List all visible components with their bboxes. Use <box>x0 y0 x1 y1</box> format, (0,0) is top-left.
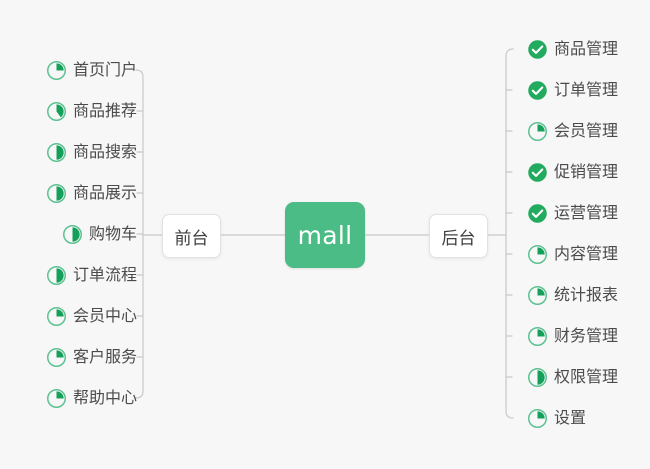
root-node-mall[interactable]: mall <box>285 202 365 268</box>
leaf-node-label: 首页门户 <box>72 60 137 79</box>
branch-node-frontend[interactable]: 前台 <box>162 214 221 258</box>
leaf-node-label: 订单管理 <box>554 80 619 99</box>
leaf-node-label: 内容管理 <box>554 244 619 263</box>
pie-progress-icon <box>46 306 66 326</box>
pie-progress-icon <box>528 367 547 387</box>
pie-progress-icon <box>46 265 66 285</box>
leaf-node-label: 商品管理 <box>554 39 619 58</box>
leaf-node[interactable]: 购物车 <box>62 221 137 247</box>
leaf-node[interactable]: 商品管理 <box>527 36 618 62</box>
leaf-node-label: 运营管理 <box>554 203 619 222</box>
leaf-node-label: 商品展示 <box>72 183 137 202</box>
line-right-trunk <box>505 48 514 419</box>
leaf-node-label: 财务管理 <box>554 326 619 345</box>
pie-progress-icon <box>46 347 66 367</box>
leaf-node[interactable]: 财务管理 <box>527 323 618 349</box>
pie-progress-icon <box>46 183 66 203</box>
check-circle-icon <box>528 162 547 182</box>
leaf-node[interactable]: 统计报表 <box>527 282 618 308</box>
leaf-node-label: 设置 <box>554 408 587 427</box>
branch-node-backend-label: 后台 <box>441 228 476 249</box>
pie-progress-icon <box>46 388 66 408</box>
pie-progress-icon <box>528 408 547 428</box>
root-node-label: mall <box>297 220 353 250</box>
pie-progress-icon <box>46 60 66 80</box>
line-left-trunk <box>135 69 144 399</box>
leaf-node-label: 统计报表 <box>554 285 619 304</box>
branch-node-backend[interactable]: 后台 <box>429 214 488 258</box>
check-circle-icon <box>528 80 547 100</box>
leaf-node[interactable]: 首页门户 <box>46 57 137 83</box>
leaf-node[interactable]: 设置 <box>527 405 586 431</box>
leaf-node[interactable]: 运营管理 <box>527 200 618 226</box>
leaf-node-label: 帮助中心 <box>72 388 137 407</box>
leaf-node[interactable]: 商品展示 <box>46 180 137 206</box>
pie-progress-icon <box>528 244 547 264</box>
leaf-node[interactable]: 权限管理 <box>527 364 618 390</box>
leaf-node-label: 会员中心 <box>72 306 137 325</box>
leaf-node[interactable]: 商品搜索 <box>46 139 137 165</box>
leaf-node[interactable]: 促销管理 <box>527 159 618 185</box>
leaf-node[interactable]: 内容管理 <box>527 241 618 267</box>
pie-progress-icon <box>46 101 66 121</box>
check-circle-icon <box>528 203 547 223</box>
leaf-node[interactable]: 订单流程 <box>46 262 137 288</box>
leaf-node-label: 客户服务 <box>72 347 137 366</box>
branch-node-frontend-label: 前台 <box>174 228 209 249</box>
leaf-node-label: 促销管理 <box>554 162 619 181</box>
leaf-node-label: 订单流程 <box>72 265 137 284</box>
leaf-node[interactable]: 会员管理 <box>527 118 618 144</box>
leaf-node-label: 会员管理 <box>554 121 619 140</box>
leaf-node[interactable]: 会员中心 <box>46 303 137 329</box>
pie-progress-icon <box>528 285 547 305</box>
leaf-node-label: 商品搜索 <box>72 142 137 161</box>
pie-progress-icon <box>62 224 82 244</box>
pie-progress-icon <box>46 142 66 162</box>
leaf-node[interactable]: 客户服务 <box>46 344 137 370</box>
leaf-node[interactable]: 帮助中心 <box>46 385 137 411</box>
check-circle-icon <box>528 39 547 59</box>
leaf-node-label: 权限管理 <box>554 367 619 386</box>
leaf-node-label: 购物车 <box>88 224 137 243</box>
pie-progress-icon <box>528 121 547 141</box>
leaf-node-label: 商品推荐 <box>72 101 137 120</box>
leaf-node[interactable]: 订单管理 <box>527 77 618 103</box>
pie-progress-icon <box>528 326 547 346</box>
leaf-node[interactable]: 商品推荐 <box>46 98 137 124</box>
